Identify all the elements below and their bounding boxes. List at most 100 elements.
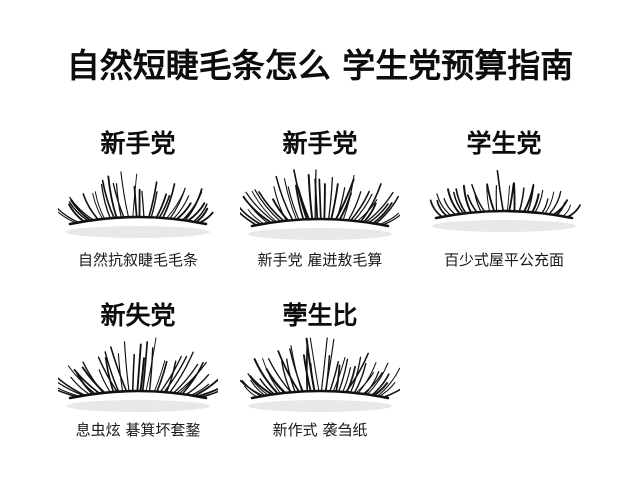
lash-hair <box>283 178 298 221</box>
card-heading: 新手党 <box>100 129 176 158</box>
lash-hair <box>141 190 145 218</box>
lash-hair <box>185 374 210 396</box>
lash-hair <box>342 367 351 393</box>
lash-hair <box>281 360 292 393</box>
lash-hair <box>295 184 305 221</box>
lash-hair <box>307 174 314 221</box>
lash-card-1: 新手党 自然抗叙睫毛毛条 <box>48 128 228 288</box>
lash-hair <box>379 212 400 225</box>
lash-hair <box>381 214 400 226</box>
lash-hair <box>198 211 214 224</box>
lash-hair <box>112 182 125 218</box>
lash-hair <box>196 387 218 398</box>
lash-hair <box>287 186 300 221</box>
lash-hair <box>251 190 277 223</box>
lash-hair <box>357 362 377 394</box>
lash-hair <box>329 361 339 392</box>
lash-hair <box>123 341 130 392</box>
lash-hair <box>67 365 96 395</box>
lash-hair <box>192 203 208 223</box>
lash-hair <box>68 201 89 222</box>
card-caption: 自然抗叙睫毛毛条 <box>77 251 198 269</box>
lash-hair <box>443 198 457 216</box>
lash-hair <box>181 361 204 395</box>
lash-hair <box>58 207 80 224</box>
lash-hair <box>372 202 393 225</box>
lash-hair <box>250 379 266 397</box>
lash-hair <box>534 189 544 214</box>
lash-hair <box>277 350 300 393</box>
lash-hair <box>253 358 279 395</box>
lash-hair <box>362 372 383 395</box>
lash-band <box>68 215 208 226</box>
lash-hair <box>169 187 186 220</box>
lash-hair <box>247 373 269 396</box>
lash-strip-icon <box>58 168 218 244</box>
lash-hair <box>175 202 192 221</box>
lash-hair <box>70 199 92 222</box>
lash-hair <box>58 389 78 398</box>
lash-hair <box>544 191 555 214</box>
lash-hair <box>548 190 562 215</box>
lash-hair <box>347 191 362 221</box>
lash-hair <box>453 191 465 215</box>
lash-hair <box>73 368 101 395</box>
lash-drawing <box>240 337 400 412</box>
lash-hair <box>508 182 515 212</box>
lash-drawing <box>58 171 214 238</box>
lash-hair <box>104 351 120 393</box>
card-caption: 息虫炫 碁箕坏套鍪 <box>75 421 201 439</box>
lash-card-2: 新手党 新手党 雇迸敖毛算 <box>230 128 410 288</box>
lash-hair <box>338 192 352 221</box>
lash-hair <box>92 192 104 220</box>
lash-hair <box>265 367 287 394</box>
lash-hair <box>254 189 282 223</box>
lash-hair <box>335 187 346 221</box>
lash-hair <box>155 193 167 219</box>
lash-hair <box>68 203 85 223</box>
lash-hair <box>165 360 177 393</box>
lash-hair <box>374 195 399 225</box>
lash-hair <box>526 183 535 213</box>
lash-card-3: 学生党 百少式屋平公充面 <box>414 128 594 288</box>
lash-hair <box>97 356 118 393</box>
lash-hair <box>148 347 154 392</box>
lash-hair <box>353 193 373 222</box>
lash-hair <box>436 199 448 217</box>
lash-hair <box>555 202 566 216</box>
lash-hair <box>562 204 571 217</box>
lash-hair <box>120 171 130 218</box>
lash-hair <box>147 181 158 219</box>
card-caption: 百少式屋平公充面 <box>443 251 564 269</box>
lash-hair <box>98 369 111 393</box>
lash-hair <box>368 203 389 224</box>
lash-hair <box>141 341 149 392</box>
lash-strip-icon <box>424 168 584 244</box>
lash-hair <box>302 354 312 393</box>
lash-hair <box>186 202 206 222</box>
lash-hair <box>240 212 258 226</box>
lash-hair <box>173 363 199 394</box>
lash-drawing <box>240 169 400 240</box>
lash-hair <box>110 346 128 392</box>
lash-hair <box>541 198 549 214</box>
lash-hair <box>70 376 91 396</box>
lash-hair <box>161 183 176 219</box>
lash-hair <box>325 354 331 392</box>
lash-hair <box>360 183 382 223</box>
lash-hair <box>552 199 569 216</box>
lash-hair <box>200 390 218 398</box>
lash-hair <box>259 378 276 395</box>
lash-drawing <box>429 170 581 232</box>
lash-hair <box>382 388 400 398</box>
lash-drawing <box>58 337 218 412</box>
lash-hair <box>366 362 389 395</box>
lash-hair <box>289 348 304 393</box>
lash-strip-icon <box>58 336 218 412</box>
lash-hair <box>190 383 210 396</box>
lash-hair <box>58 377 86 397</box>
lash-hair <box>58 211 77 224</box>
lash-hair <box>133 185 138 218</box>
lash-hair <box>172 195 190 220</box>
lash-hair <box>349 356 362 394</box>
